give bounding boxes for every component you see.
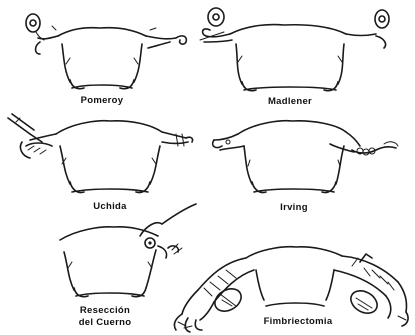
fimbriectomy-label: Fimbriectomia: [264, 316, 333, 327]
uchida-diagram: Uchida: [8, 114, 193, 212]
madlener-label: Madlener: [268, 96, 312, 107]
pomeroy-diagram: Pomeroy: [26, 14, 186, 106]
cornual-resection-diagram: Resección del Cuerno: [60, 204, 196, 328]
uchida-label: Uchida: [93, 201, 127, 212]
madlener-diagram: Madlener: [200, 8, 389, 107]
pomeroy-label: Pomeroy: [81, 95, 124, 106]
cornual-resection-label-line2: del Cuerno: [79, 317, 132, 328]
cornual-resection-label-line1: Resección: [80, 305, 130, 316]
irving-label: Irving: [280, 202, 308, 213]
irving-diagram: Irving: [213, 121, 398, 213]
fimbriectomy-diagram: Fimbriectomia: [174, 247, 408, 332]
